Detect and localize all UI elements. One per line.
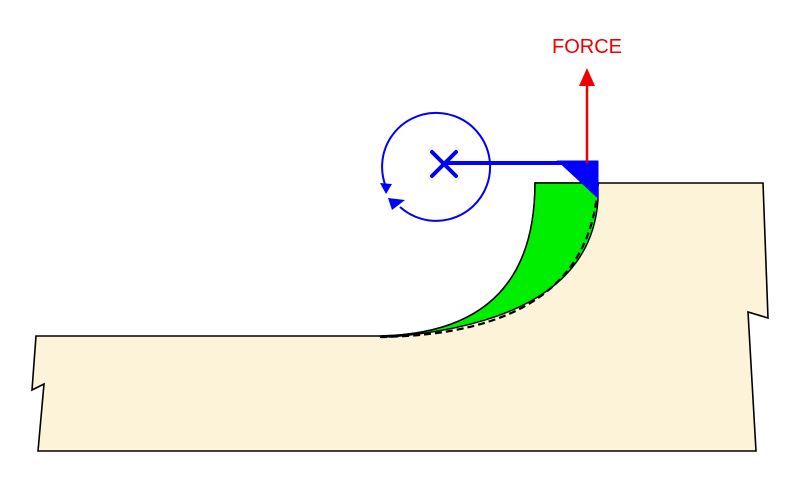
removed-chip-region: [379, 182, 599, 338]
tool-tip: [556, 160, 599, 200]
up-arrow-icon: [579, 68, 595, 86]
rotation-arc: [381, 111, 492, 222]
dashed-cut-path: [379, 182, 600, 339]
counterclockwise-rotation-arrow-icon: [380, 183, 405, 210]
force-label: FORCE: [552, 36, 622, 58]
workpiece: [31, 182, 769, 452]
x-cross-icon: [430, 150, 458, 178]
